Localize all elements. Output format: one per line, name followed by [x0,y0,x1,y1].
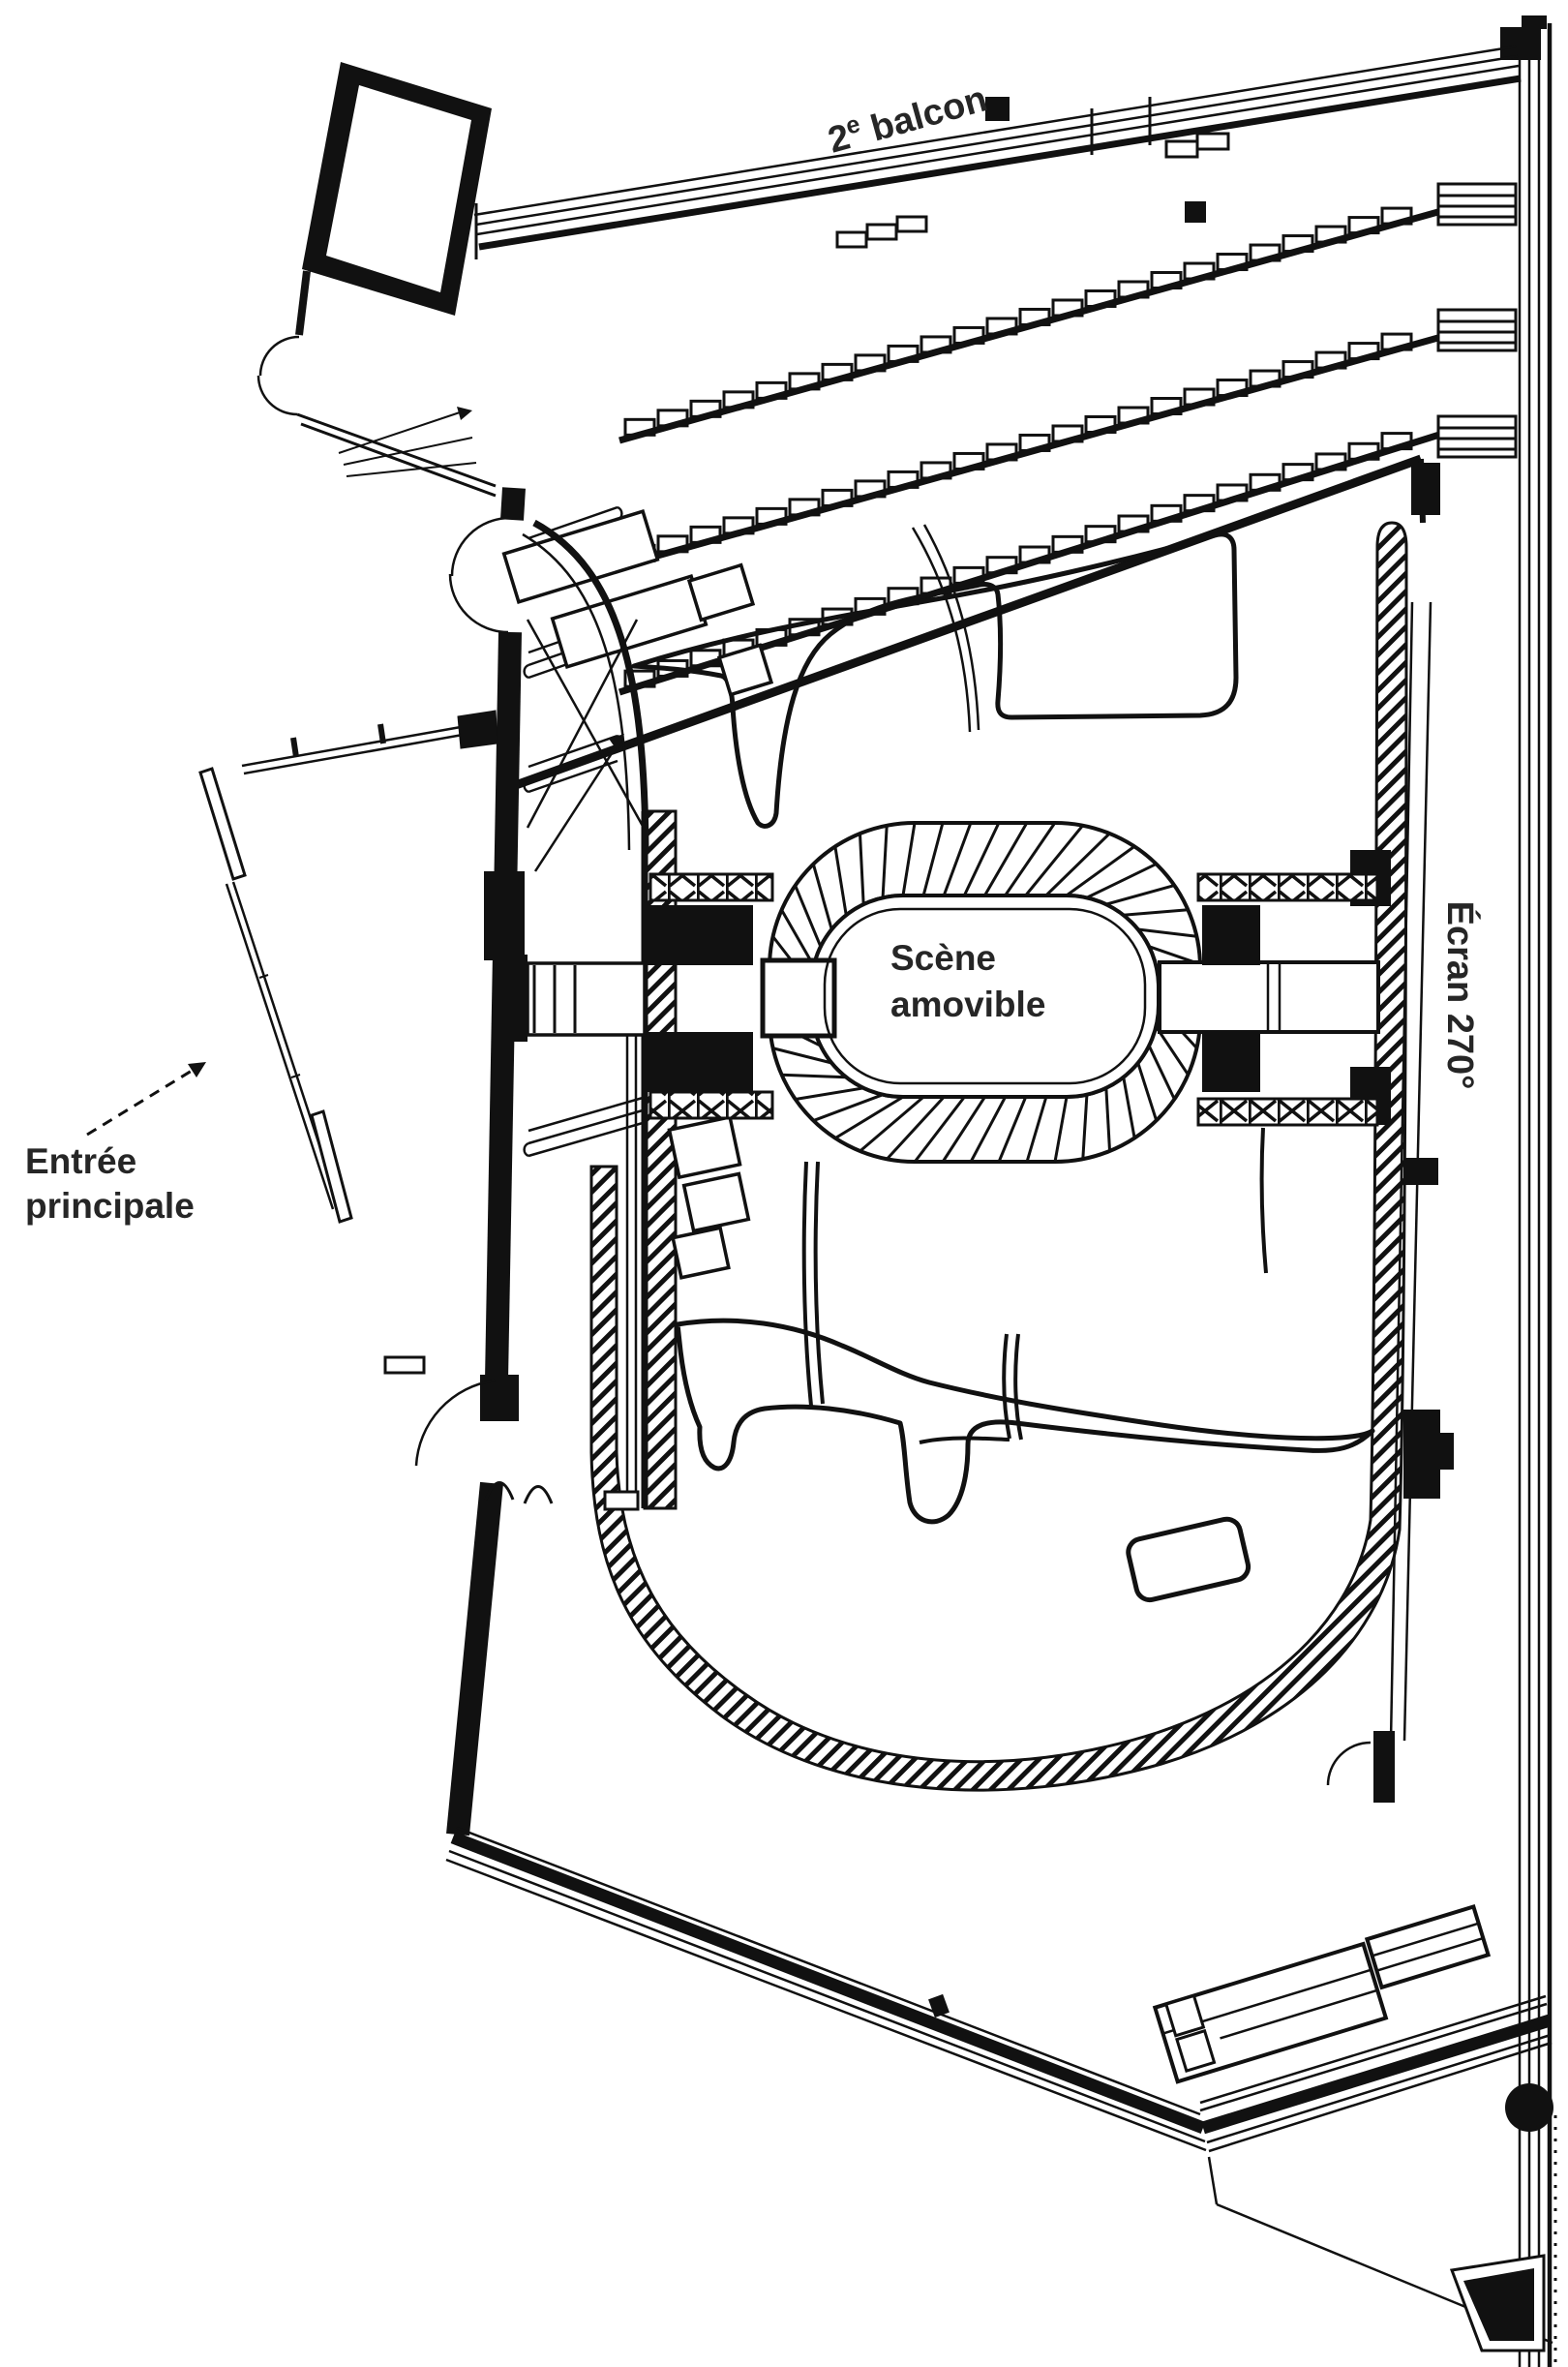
wall-corner-stub [1522,15,1547,29]
balcony-railings [473,45,1522,259]
left-corridor [526,961,647,1037]
bottom-column [928,1993,950,2018]
stage-label-line1: Scène [890,938,996,978]
corridor-dividers [532,965,577,1033]
stair-fan [522,519,980,872]
wall-pilaster [484,871,525,960]
stage-label-line2: amovible [890,985,1045,1024]
fan-arrow-icon [457,407,472,420]
wall-corner-block [1500,27,1541,60]
balcony-label: 2e balcon [823,76,991,161]
void-legs [801,1127,1268,1444]
bottom-walls [445,1826,1553,2345]
wall-block [1411,463,1440,515]
projection-room [302,62,492,316]
lower-left-door [383,1355,496,1467]
corridor-bumps [484,1481,554,1504]
screen-label: Écran 270° [1439,901,1482,1090]
bottom-stairs-2 [1364,1904,1492,1990]
seating-steps [623,206,1413,688]
lobby-fan [338,410,477,477]
inner-corridor-lines [625,1034,638,1491]
upper-double-door [256,270,497,498]
entrance-canopy [198,710,498,1224]
promenade-steps [835,132,1230,249]
railing-column [985,97,1010,121]
lower-box-cluster [667,1114,751,1280]
fan-arrow-icon [609,734,624,751]
right-outer-wall [1518,23,1557,2367]
stage-black-masses [647,905,1260,1092]
entrance-label-line2: principale [25,1186,195,1226]
lower-void-outline [675,1318,1375,1525]
row-landings [1436,182,1518,459]
corridor-cap [512,955,528,1042]
corridor-foot [603,1490,640,1511]
bottom-stairs [1152,1941,1389,2084]
corner-trapezoid [1449,2254,1546,2352]
small-platform [1126,1516,1251,1603]
stage-bridge-left [760,957,837,1039]
column-circle [1505,2083,1553,2132]
left-outer-wall [446,487,526,1836]
wall-double-door [448,516,511,634]
screen-speaker-blocks [1350,850,1454,1803]
entrance-arrow-icon [86,1062,206,1137]
stage-floor-outline [823,907,1147,1085]
upper-void-outline [631,531,1239,829]
stage-ring [768,821,1202,1164]
trusses [648,872,1379,1127]
screen-end-door [1326,1741,1372,1786]
railing-column [1185,201,1206,223]
seating-rails [618,204,1454,696]
screen-band [589,521,1408,1792]
bridge-dividers [1266,964,1282,1030]
upper-box-cluster [501,509,774,697]
entrance-label-line1: Entrée [25,1141,136,1181]
